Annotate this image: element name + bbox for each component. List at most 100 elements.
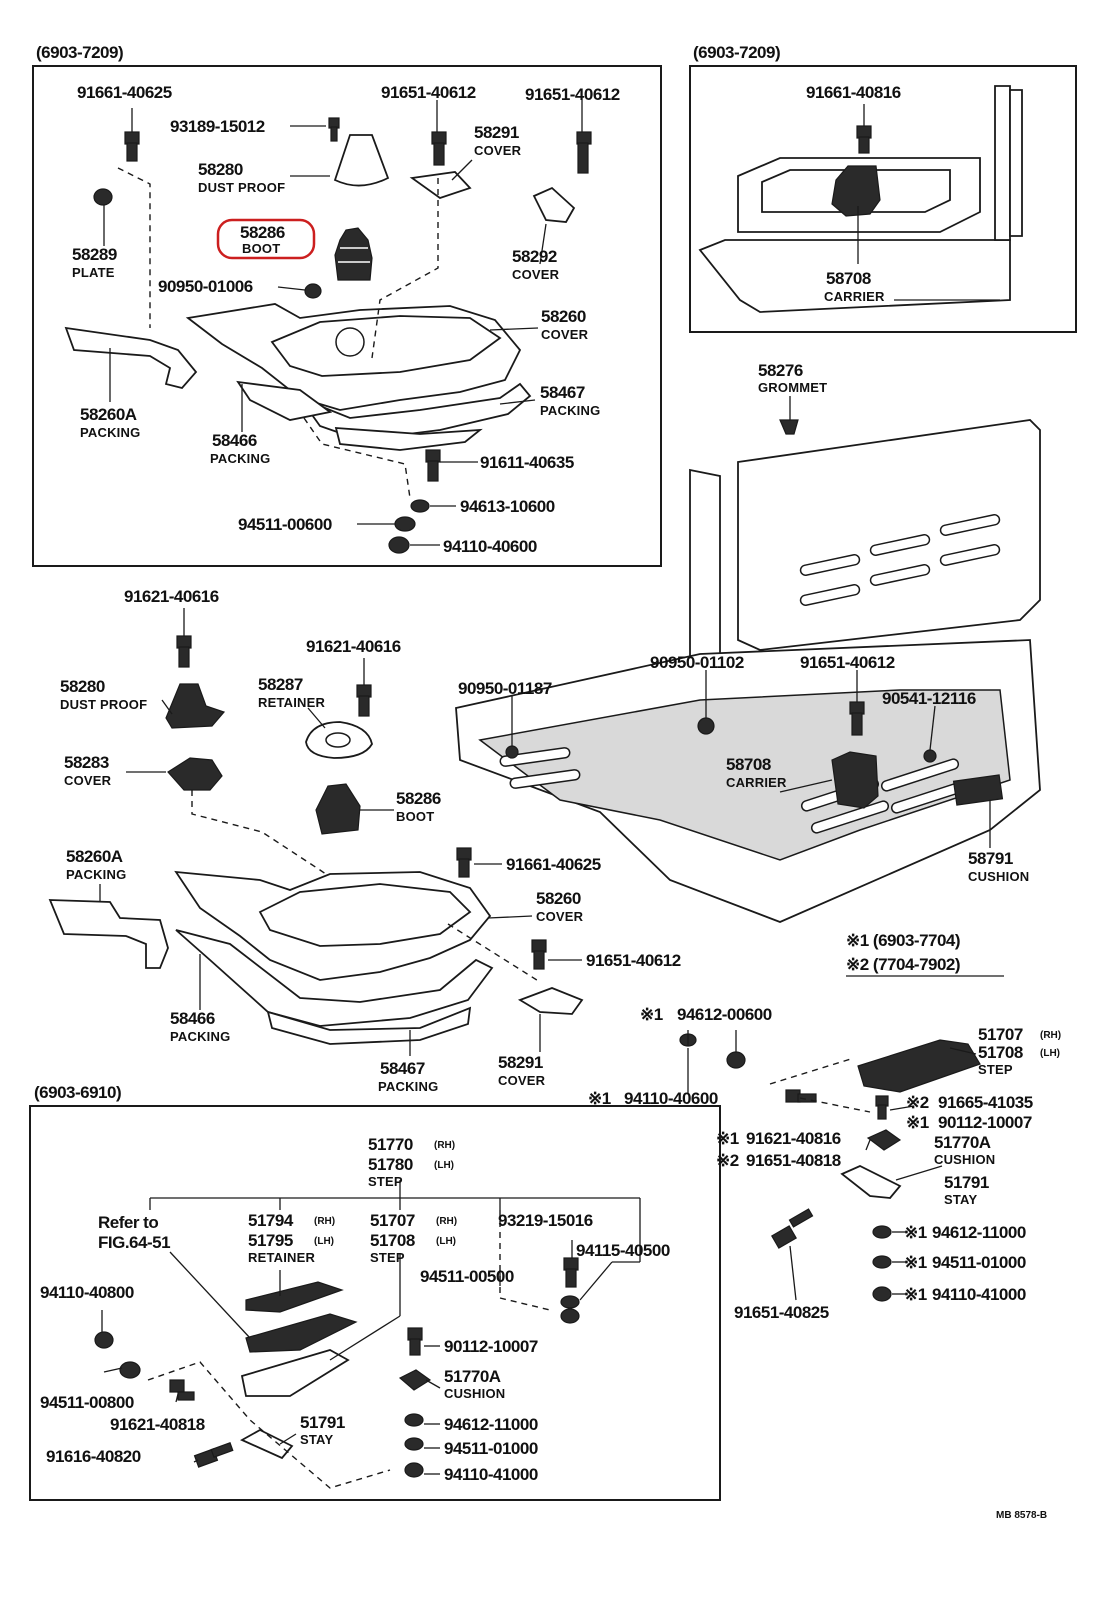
label-90950-01102: 90950-01102 xyxy=(650,653,744,672)
section-label-top-right: (6903-7209) xyxy=(693,43,780,62)
label-91651-40818: 91651-40818 xyxy=(746,1151,841,1170)
bolt-icon xyxy=(531,939,547,970)
label-91661-40625: 91661-40625 xyxy=(77,83,172,102)
name-packing: PACKING xyxy=(540,403,600,418)
label-94511-01000: 94511-01000 xyxy=(444,1439,538,1458)
label-91621-40616: 91621-40616 xyxy=(124,587,219,606)
name-dust-proof: DUST PROOF xyxy=(198,180,285,195)
stay-part xyxy=(840,1165,902,1199)
label-94612-00600: 94612-00600 xyxy=(677,1005,772,1024)
label-90950-01006: 90950-01006 xyxy=(158,277,253,296)
washer-part xyxy=(560,1295,580,1309)
packing-part xyxy=(266,1006,472,1045)
marker-note-1: ※1 xyxy=(904,1223,927,1242)
label-91616-40820: 91616-40820 xyxy=(46,1447,141,1466)
label-51770: 51770 xyxy=(368,1135,413,1154)
label-94115-40500: 94115-40500 xyxy=(576,1241,670,1260)
label-58280: 58280 xyxy=(198,160,243,179)
side-lh: (LH) xyxy=(434,1160,454,1171)
cushion-part xyxy=(866,1129,902,1151)
cover-hole xyxy=(335,327,365,357)
label-90112-10007: 90112-10007 xyxy=(444,1337,538,1356)
bolt-icon xyxy=(771,1208,814,1249)
name-cushion: CUSHION xyxy=(934,1152,995,1167)
nut-part xyxy=(872,1286,892,1302)
label-91665-41035: 91665-41035 xyxy=(938,1093,1033,1112)
note-refer-to: Refer to xyxy=(98,1213,158,1232)
bolt-icon xyxy=(576,131,592,174)
grommet-part xyxy=(779,419,799,435)
label-94110-40600: 94110-40600 xyxy=(624,1089,718,1108)
name-cushion: CUSHION xyxy=(444,1386,505,1401)
dust-proof-part xyxy=(165,683,226,729)
label-58289: 58289 xyxy=(72,245,117,264)
label-58280: 58280 xyxy=(60,677,105,696)
top-right-assembly: 91661-40816 58708 CARRIER xyxy=(698,83,1023,313)
label-51707: 51707 xyxy=(370,1211,415,1230)
marker-note-2: ※2 xyxy=(716,1151,739,1170)
label-51791: 51791 xyxy=(944,1173,989,1192)
nut-part xyxy=(94,1331,114,1349)
step-part xyxy=(245,1313,358,1353)
label-93189-15012: 93189-15012 xyxy=(170,117,265,136)
nut-part xyxy=(404,1462,424,1478)
bolt-icon xyxy=(856,125,872,154)
label-91621-40816: 91621-40816 xyxy=(746,1129,841,1148)
name-cover: COVER xyxy=(541,327,589,342)
bolt-icon xyxy=(328,117,340,142)
label-58260: 58260 xyxy=(536,889,581,908)
name-carrier: CARRIER xyxy=(726,775,787,790)
section-label-top-left: (6903-7209) xyxy=(36,43,123,62)
name-cover: COVER xyxy=(474,143,522,158)
note-figure: FIG.64-51 xyxy=(98,1233,170,1252)
name-packing: PACKING xyxy=(210,451,270,466)
name-retainer: RETAINER xyxy=(248,1250,315,1265)
name-dust-proof: DUST PROOF xyxy=(60,697,147,712)
nut-part xyxy=(388,536,410,554)
frame-top-right xyxy=(689,65,1077,333)
label-94110-41000: 94110-41000 xyxy=(932,1285,1026,1304)
label-94110-40600: 94110-40600 xyxy=(443,537,537,556)
name-plate: PLATE xyxy=(72,265,115,280)
side-rh: (RH) xyxy=(436,1216,457,1227)
bottom-left-assembly: 51770 (RH) 51780 (LH) STEP Refer to FIG.… xyxy=(40,1135,670,1489)
name-boot: BOOT xyxy=(396,809,434,824)
frame-top-left xyxy=(32,65,662,567)
side-lh: (LH) xyxy=(1040,1048,1060,1059)
label-91651-40612: 91651-40612 xyxy=(525,85,620,104)
label-51770A: 51770A xyxy=(934,1133,991,1152)
label-58260: 58260 xyxy=(541,307,586,326)
name-stay: STAY xyxy=(300,1432,333,1447)
label-94110-40800: 94110-40800 xyxy=(40,1283,134,1302)
washer-part xyxy=(404,1413,424,1427)
name-packing: PACKING xyxy=(378,1079,438,1094)
label-94511-00500: 94511-00500 xyxy=(420,1267,514,1286)
clip-part xyxy=(505,745,519,759)
name-retainer: RETAINER xyxy=(258,695,325,710)
bolt-icon xyxy=(169,1379,195,1401)
marker-note-2: ※2 xyxy=(906,1093,929,1112)
cover-raised-part xyxy=(258,883,472,947)
nut-part xyxy=(726,1051,746,1069)
label-58276: 58276 xyxy=(758,361,803,380)
label-58291: 58291 xyxy=(498,1053,543,1072)
name-grommet: GROMMET xyxy=(758,380,827,395)
label-58467: 58467 xyxy=(380,1059,425,1078)
name-step: STEP xyxy=(978,1062,1013,1077)
bolt-icon xyxy=(785,1089,817,1103)
plate-part xyxy=(93,188,113,206)
label-58292: 58292 xyxy=(512,247,557,266)
side-rh: (RH) xyxy=(314,1216,335,1227)
label-58260A: 58260A xyxy=(66,847,123,866)
marker-note-1: ※1 xyxy=(588,1089,611,1108)
marker-note-1: ※1 xyxy=(716,1129,739,1148)
cushion-part xyxy=(398,1369,432,1391)
label-58260A: 58260A xyxy=(80,405,137,424)
note-period-2: ※2 (7704-7902) xyxy=(846,955,960,974)
label-91651-40825: 91651-40825 xyxy=(734,1303,829,1322)
label-51795: 51795 xyxy=(248,1231,293,1250)
label-58708: 58708 xyxy=(826,269,871,288)
floor-panel-part xyxy=(698,239,1011,313)
name-cushion: CUSHION xyxy=(968,869,1029,884)
side-lh: (LH) xyxy=(314,1236,334,1247)
